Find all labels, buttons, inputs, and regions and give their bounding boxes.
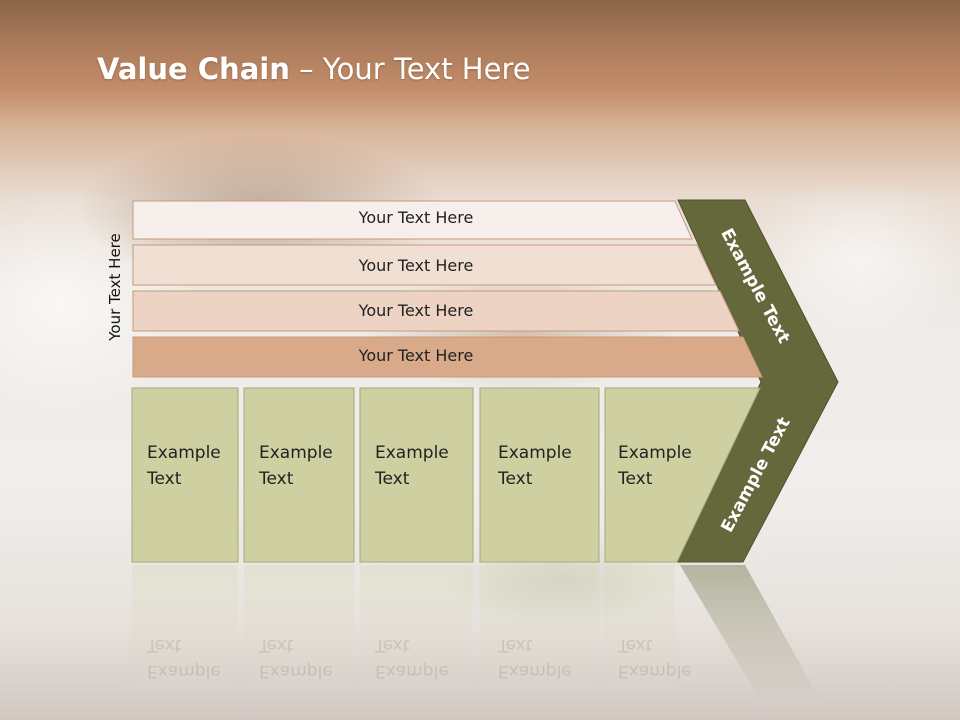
box-1-shape — [131, 387, 239, 563]
box-1-label: Example Text — [147, 443, 221, 489]
box-4-shape — [479, 387, 600, 563]
box-3-shape — [359, 387, 474, 563]
box-5-label: Example Text — [618, 443, 692, 489]
box-reflection — [360, 565, 473, 695]
box-3-label: Example Text — [375, 443, 449, 489]
slide-title: Value Chain – Your Text Here — [97, 52, 531, 86]
title-bold: Value Chain — [97, 52, 290, 86]
box-5-shape — [604, 387, 761, 563]
box-reflection — [244, 565, 354, 695]
bar-3-label: Your Text Here — [358, 301, 474, 320]
reflection-group — [132, 565, 820, 700]
bar-3-shape — [132, 290, 740, 332]
box-reflection — [132, 565, 238, 695]
bar-2-shape — [132, 244, 717, 286]
box-1-label-reflection: Example Text — [147, 635, 221, 681]
title-rest: – Your Text Here — [289, 52, 531, 86]
bar-1-label: Your Text Here — [358, 208, 474, 227]
box-reflection — [605, 565, 675, 695]
box-2-shape — [243, 387, 355, 563]
bar-1-shape — [132, 200, 693, 240]
box-4-label: Example Text — [498, 443, 572, 489]
box-3-label-reflection: Example Text — [375, 635, 449, 681]
box-reflection — [480, 565, 599, 695]
bar-4-label: Your Text Here — [358, 346, 474, 365]
bar-2-label: Your Text Here — [358, 256, 474, 275]
chevron-reflection — [680, 565, 820, 700]
box-5-label-reflection: Example Text — [618, 635, 692, 681]
box-2-label-reflection: Example Text — [259, 635, 333, 681]
box-2-label: Example Text — [259, 443, 333, 489]
chevron-arrow — [676, 199, 839, 563]
bar-4-shape — [132, 336, 763, 378]
box-4-label-reflection: Example Text — [498, 635, 572, 681]
